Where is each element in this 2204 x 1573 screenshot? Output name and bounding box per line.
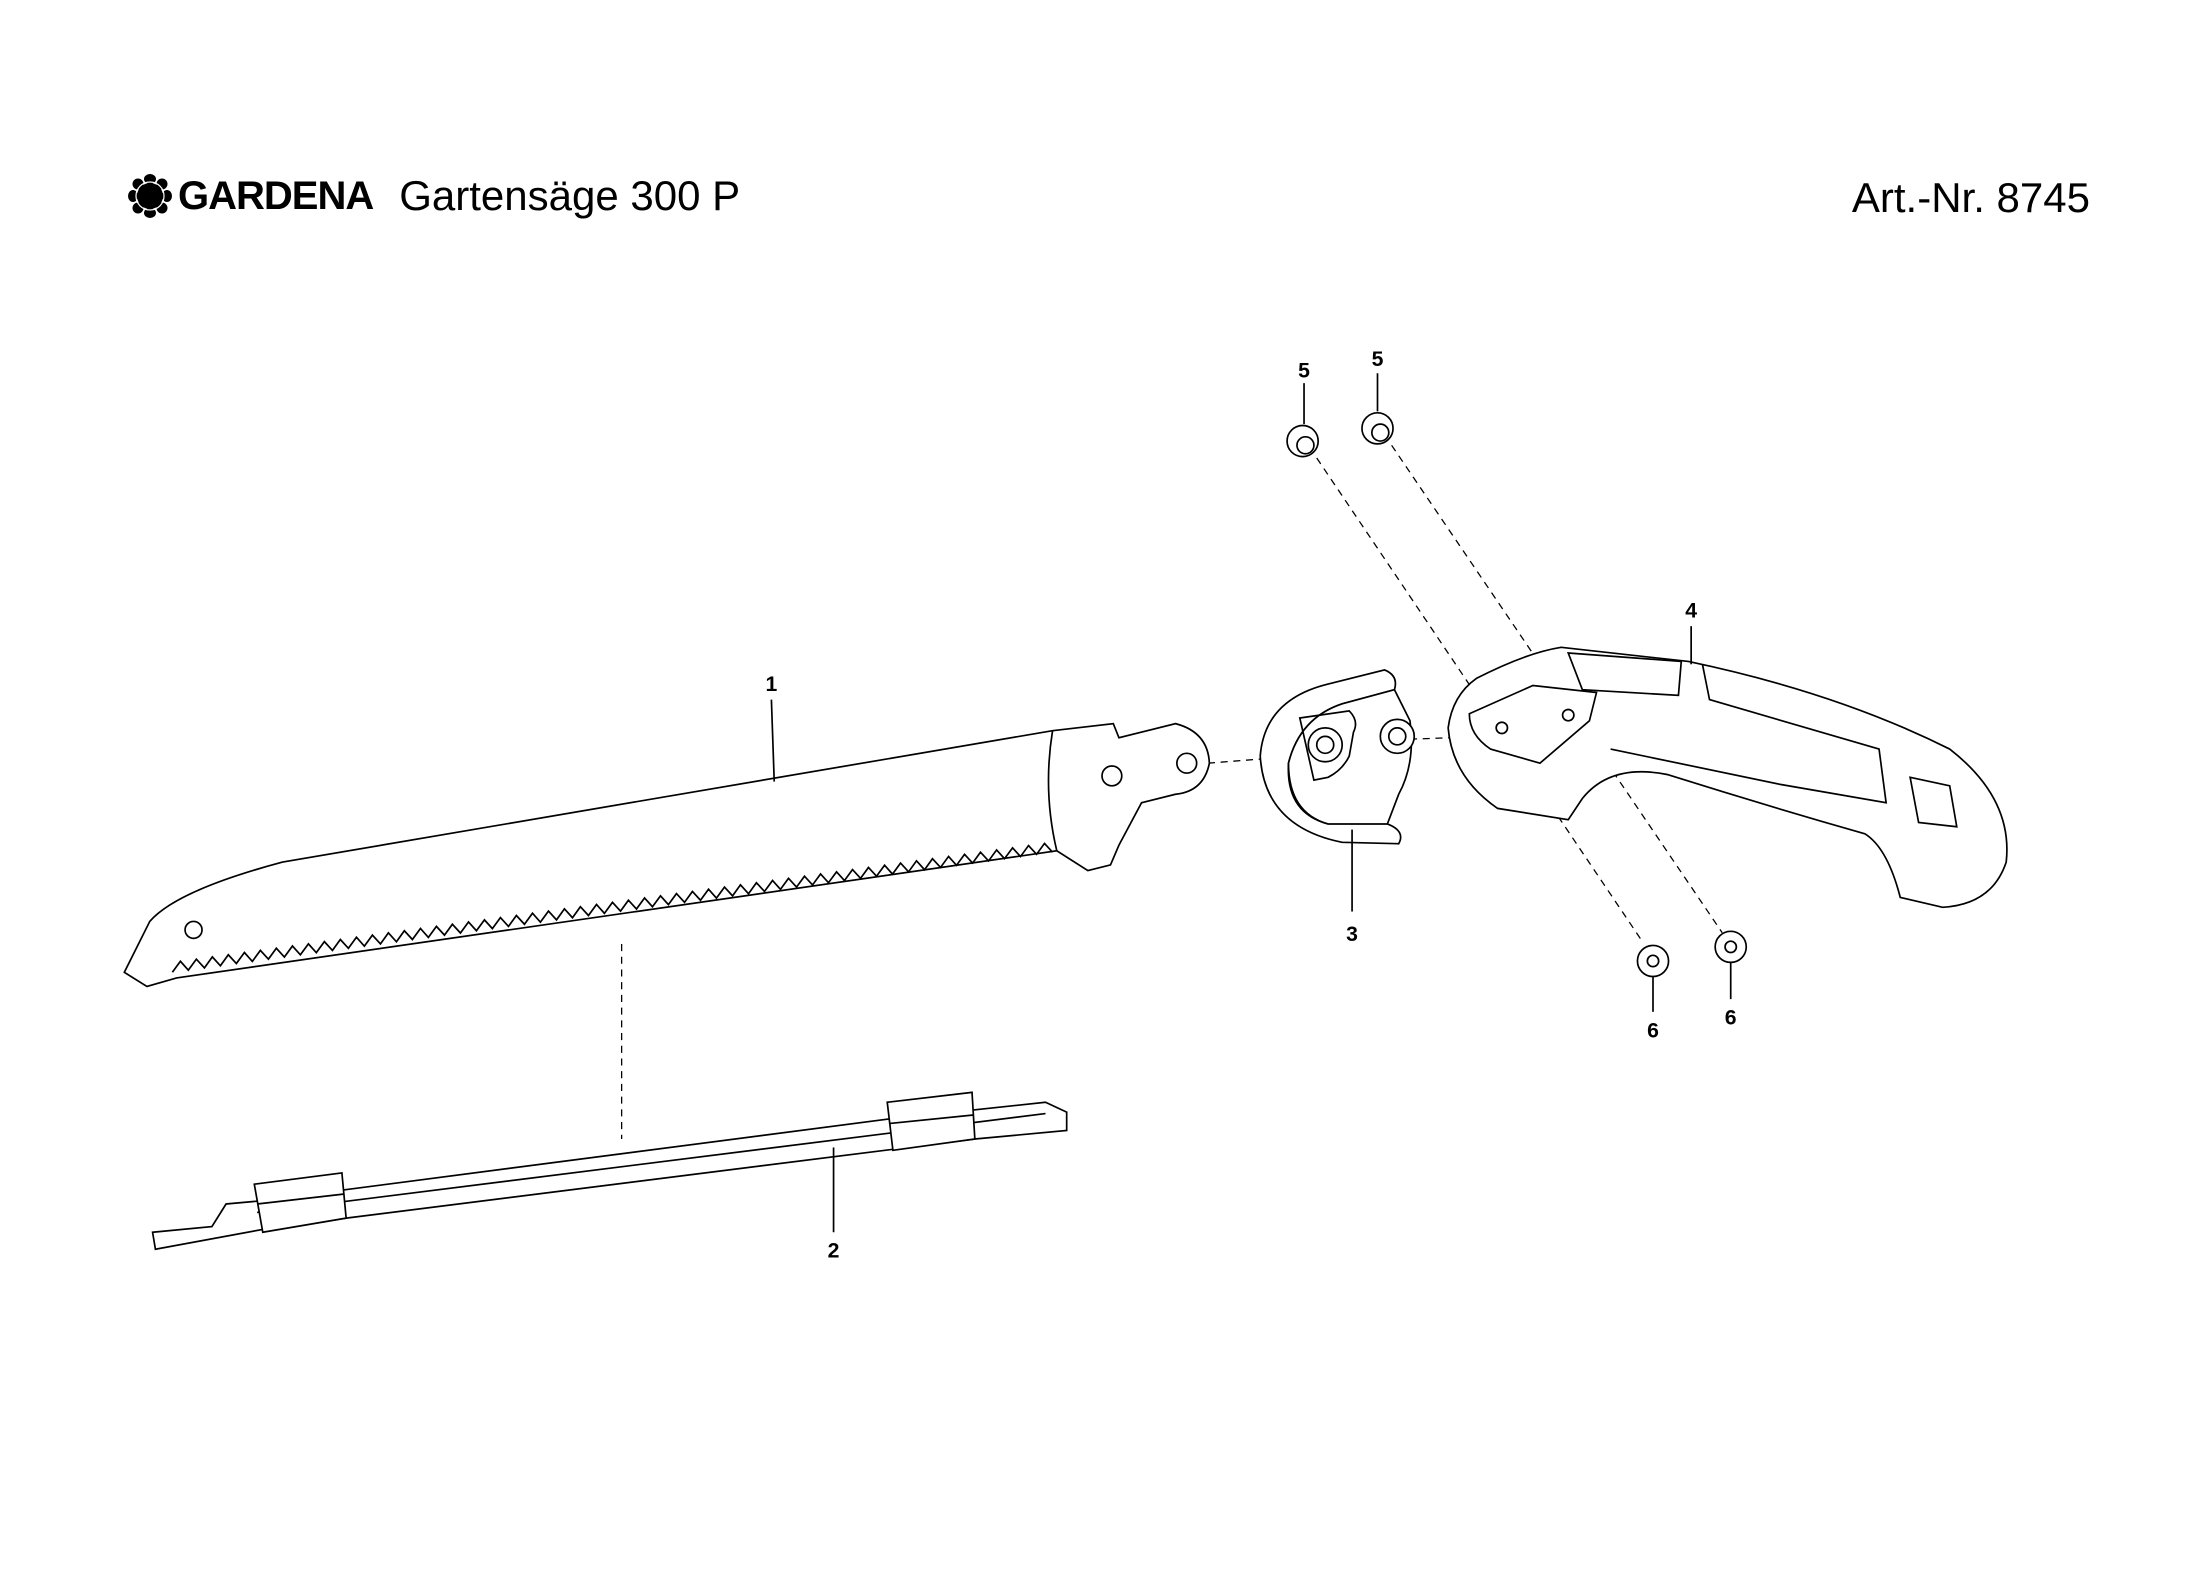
screw-part-6-a (1636, 944, 1670, 1012)
callout-5b: 5 (1372, 348, 1384, 371)
blade-holder-part-3 (1259, 669, 1416, 912)
nut-part-5-b (1361, 373, 1394, 445)
nut-part-5-a (1286, 383, 1320, 458)
callout-6b: 6 (1725, 1007, 1737, 1030)
product-title: Gartensäge 300 P (399, 172, 741, 219)
brand-logo-text: GARDENA (178, 173, 374, 218)
scabbard-part-2 (151, 1091, 1068, 1251)
callout-4: 4 (1685, 600, 1697, 623)
callout-1: 1 (766, 673, 778, 696)
callout-3: 3 (1346, 923, 1358, 946)
handle-part-4 (1447, 626, 2008, 909)
header-brand: GARDENA Gartensäge 300 P (128, 172, 740, 220)
callout-2: 2 (828, 1240, 840, 1263)
gardena-flower-logo-icon (128, 174, 172, 218)
callout-5a: 5 (1298, 359, 1310, 382)
callout-6a: 6 (1647, 1019, 1659, 1042)
screw-part-6-b (1714, 930, 1748, 1000)
article-number: Art.-Nr. 8745 (1851, 174, 2090, 221)
saw-blade-part-1 (123, 699, 1211, 988)
